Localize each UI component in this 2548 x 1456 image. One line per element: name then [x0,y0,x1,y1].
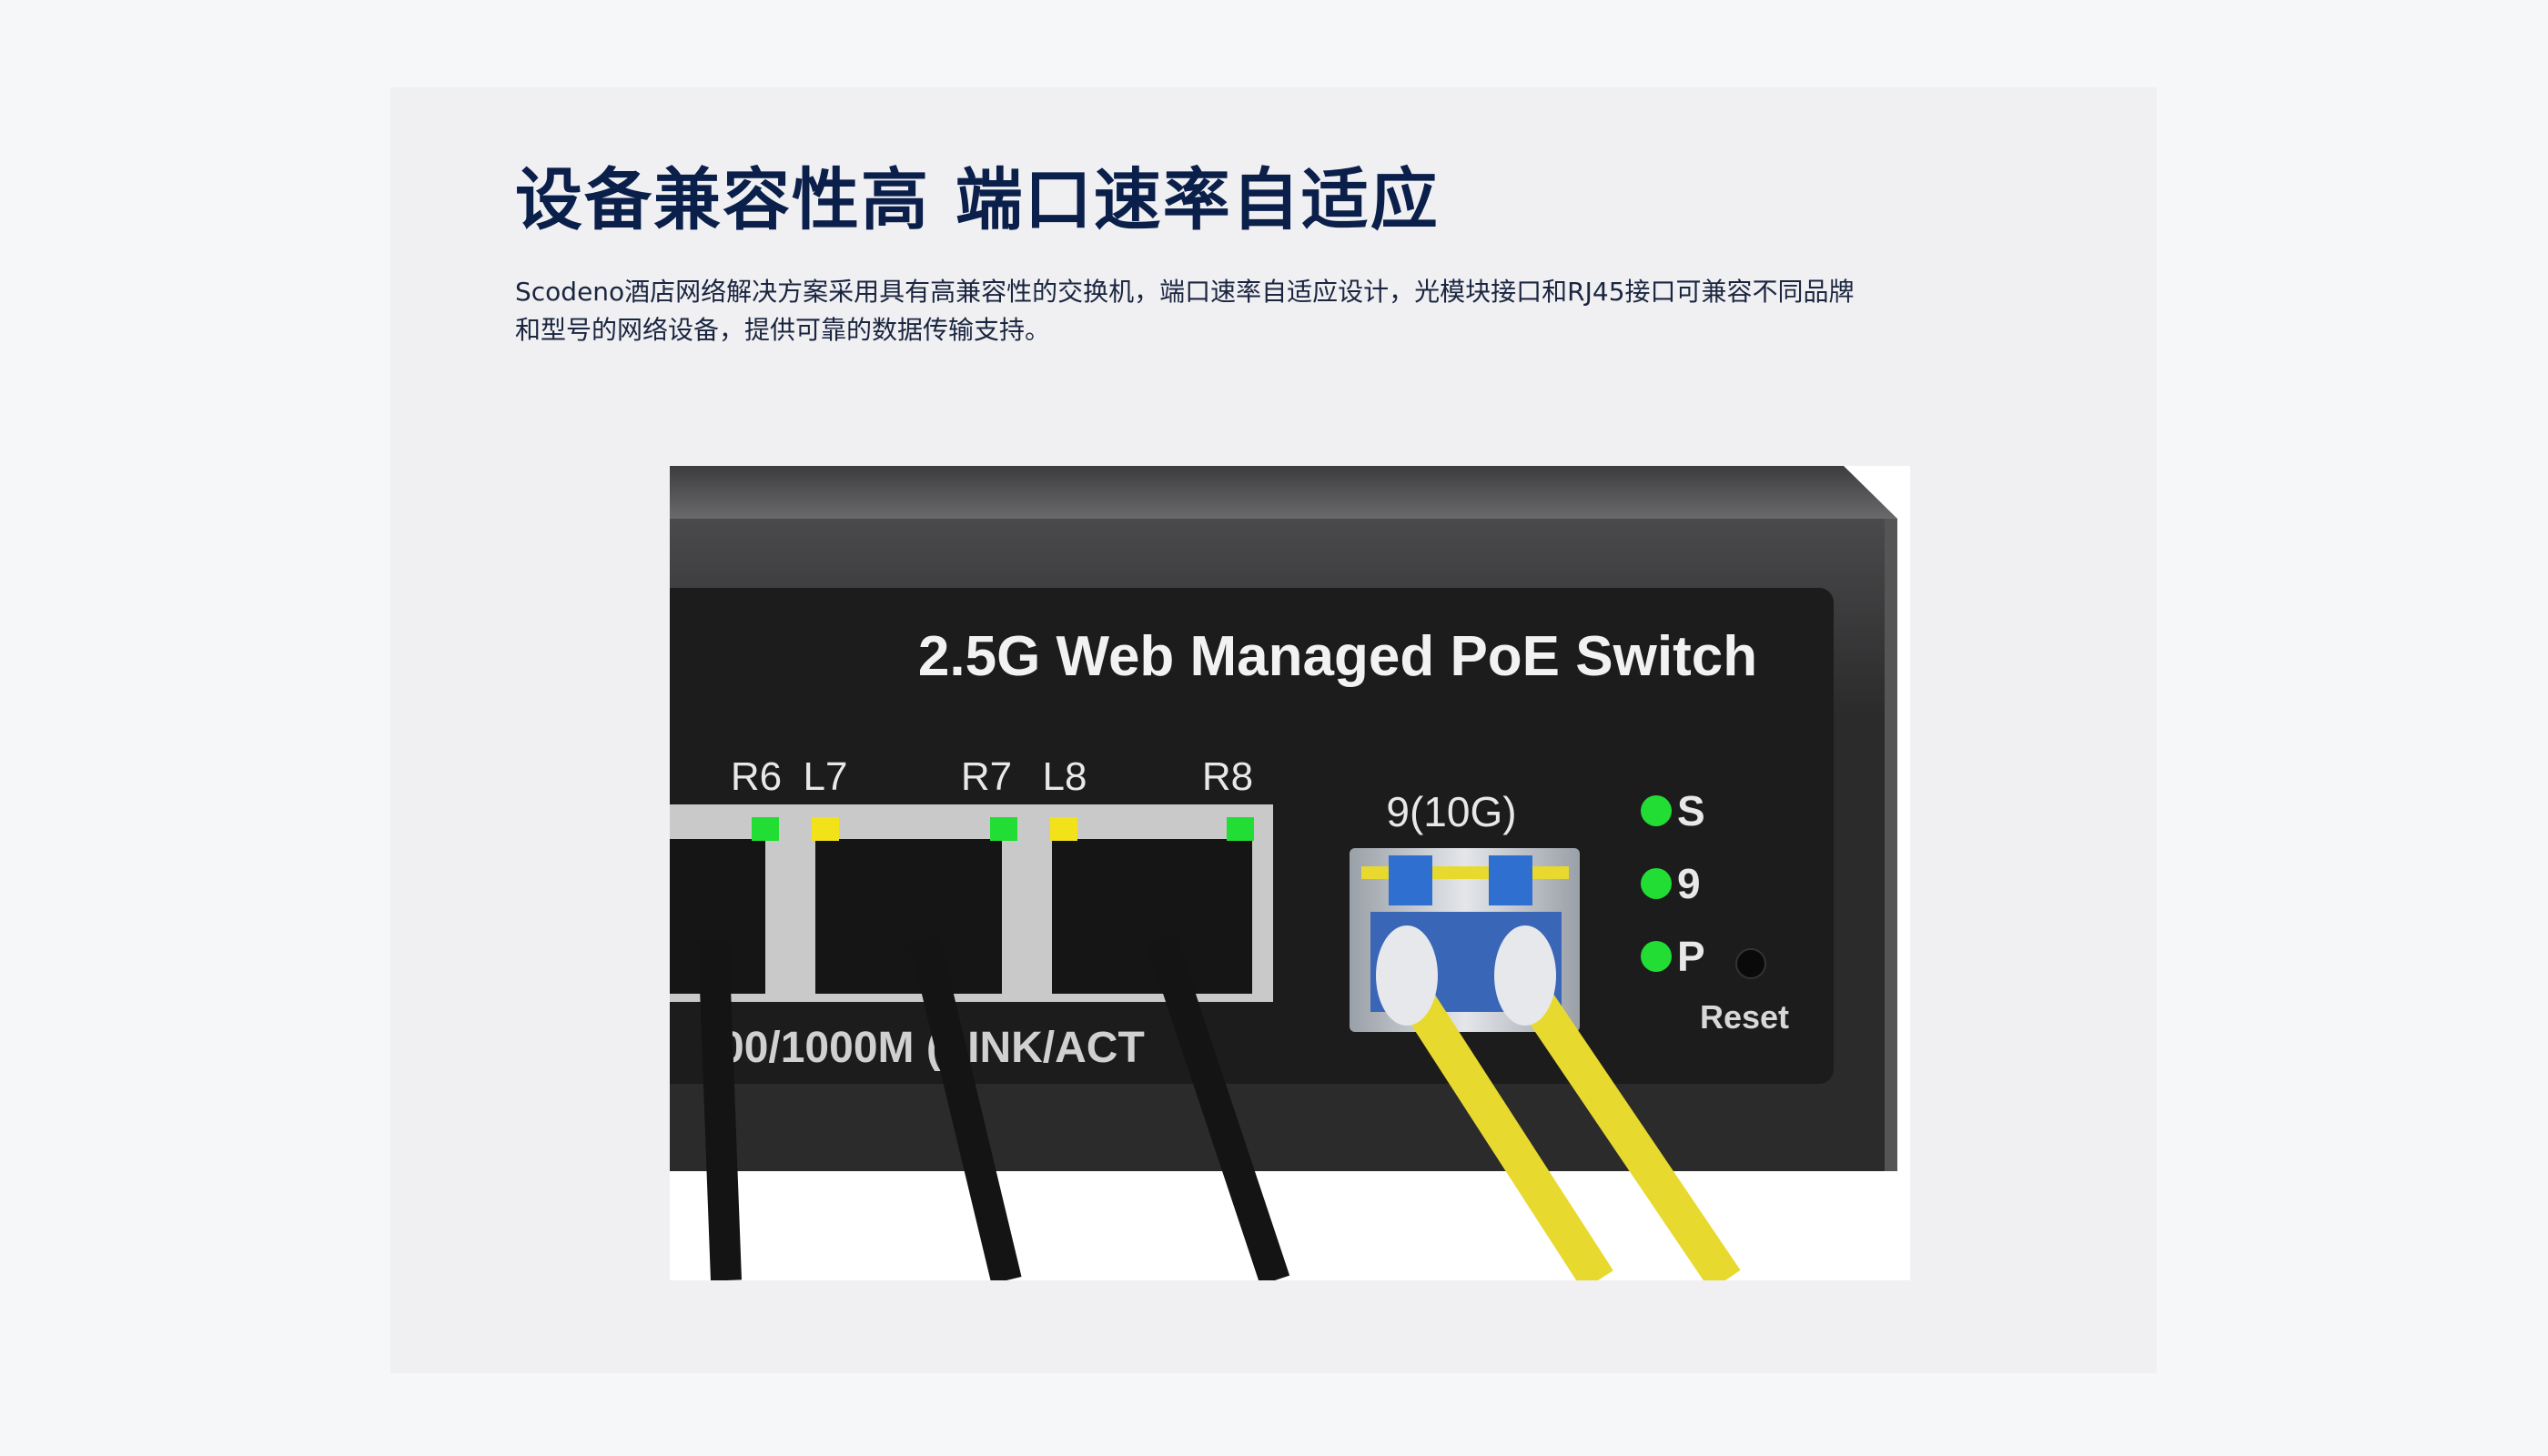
fiber-connector [1494,925,1556,1026]
section-description: Scodeno酒店网络解决方案采用具有高兼容性的交换机，端口速率自适应设计，光模… [515,273,2007,349]
led-green-icon [1227,817,1254,841]
switch-top-face [670,466,1897,519]
status-label-9: 9 [1677,860,1701,907]
switch-illustration: 2.5G Web Managed PoE Switch R6 L7 R7 L8 … [670,466,1897,1280]
rj45-plugs [670,839,1252,994]
status-led-icon [1641,941,1672,972]
section-title: 设备兼容性高 端口速率自适应 [515,161,1440,239]
switch-product-image: 2.5G Web Managed PoE Switch R6 L7 R7 L8 … [670,466,1910,1280]
status-led-icon [1641,795,1672,826]
status-label-s: S [1677,787,1705,834]
status-label-p: P [1677,933,1705,980]
reset-button[interactable] [1735,948,1766,979]
led-green-icon [990,817,1017,841]
port-label-r8: R8 [1202,754,1253,799]
sfp-label: 9(10G) [1386,788,1516,835]
port-label-r6: R6 [731,754,782,799]
device-label: 2.5G Web Managed PoE Switch [918,625,1757,688]
description-line-1: Scodeno酒店网络解决方案采用具有高兼容性的交换机，端口速率自适应设计，光模… [515,277,1855,307]
reset-label: Reset [1700,998,1789,1036]
port-label-l7: L7 [804,754,848,799]
led-yellow-icon [1050,817,1077,841]
sfp-clip [1389,855,1432,905]
switch-edge [1885,519,1897,1171]
ethernet-cables [698,934,1290,1280]
led-yellow-icon [812,817,839,841]
sfp-clip [1489,855,1532,905]
description-line-2: 和型号的网络设备，提供可靠的数据传输支持。 [515,315,1051,345]
status-led-icon [1641,868,1672,899]
fiber-connector [1376,925,1438,1026]
port-label-r7: R7 [961,754,1012,799]
port-label-l8: L8 [1043,754,1087,799]
led-green-icon [752,817,779,841]
port-leds [752,817,1254,841]
fiber-cables [1391,974,1741,1280]
